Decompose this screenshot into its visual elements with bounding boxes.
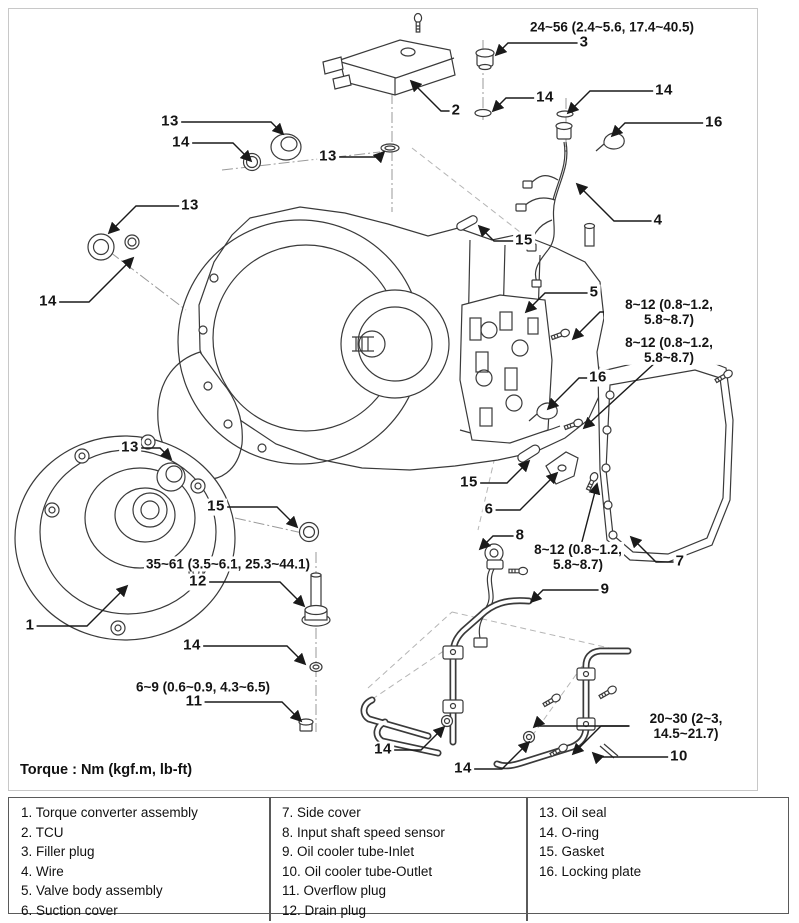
callout-label-12: 12: [187, 572, 209, 591]
legend-item: 5. Valve body assembly: [21, 883, 163, 899]
legend-item: 6. Suction cover: [21, 902, 118, 918]
callout-label-24-56-2-4-5-6-17-4-40-5-: 24~56 (2.4~5.6, 17.4~40.5): [527, 19, 697, 35]
drain-plug-drawing: [301, 572, 331, 627]
callout-label-14: 14: [534, 88, 556, 107]
legend-item: 11. Overflow plug: [282, 883, 387, 899]
legend-item: 10. Oil cooler tube-Outlet: [282, 863, 433, 879]
legend-item: 12. Drain plug: [282, 902, 367, 918]
filler-plug-drawing: [474, 48, 495, 118]
callout-label-9: 9: [598, 580, 612, 599]
callout-label-3: 3: [577, 33, 591, 52]
exploded-diagram-artwork: [14, 12, 735, 770]
oil-cooler-tubes-drawing: [360, 597, 632, 770]
callout-label-10: 10: [668, 747, 690, 766]
suction-cover-drawing: [517, 444, 600, 492]
callout-label-1: 1: [23, 616, 37, 635]
callout-label-14: 14: [372, 740, 394, 759]
oil-seal-topleft-drawing: [242, 133, 302, 172]
callout-label-8-12-0-8-1-2-5-8-8-7-: 8~12 (0.8~1.2, 5.8~8.7): [604, 334, 734, 366]
callout-label-7: 7: [673, 552, 687, 571]
callout-label-13: 13: [317, 147, 339, 166]
callout-label-15: 15: [205, 497, 227, 516]
callout-label-16: 16: [703, 113, 725, 132]
tcu-drawing: [322, 12, 456, 96]
callout-label-8-12-0-8-1-2-5-8-8-7-: 8~12 (0.8~1.2, 5.8~8.7): [604, 296, 734, 328]
legend-item: 16. Locking plate: [539, 863, 642, 879]
callout-label-13: 13: [179, 196, 201, 215]
callout-label-15: 15: [513, 231, 535, 250]
callout-label-14: 14: [181, 636, 203, 655]
legend-item: 1. Torque converter assembly: [21, 805, 198, 820]
callout-label-11: 11: [183, 692, 205, 711]
callout-label-6-9-0-6-0-9-4-3-6-5-: 6~9 (0.6~0.9, 4.3~6.5): [134, 679, 272, 695]
gasket-top-drawing: [456, 215, 478, 231]
gasket-mid-drawing: [298, 521, 320, 543]
callout-label-14: 14: [170, 133, 192, 152]
callout-label-14: 14: [452, 759, 474, 778]
legend-item: 3. Filler plug: [21, 844, 95, 860]
callout-label-6: 6: [482, 500, 496, 519]
callout-label-14: 14: [653, 81, 675, 100]
legend-table: 1. Torque converter assembly 2. TCU 3. Fil…: [8, 797, 789, 921]
legend-item: 8. Input shaft speed sensor: [282, 824, 445, 840]
legend-column-3: 13. Oil seal 14. O-ring 15. Gasket 16. Lock…: [526, 798, 788, 921]
callout-label-8: 8: [513, 526, 527, 545]
callout-label-15: 15: [458, 473, 480, 492]
legend-column-2: 7. Side cover 8. Input shaft speed sensor…: [269, 798, 526, 921]
diagram-frame: [8, 8, 758, 791]
washer-top-drawing: [380, 143, 400, 153]
callout-label-35-61-3-5-6-1-25-3-44-1-: 35~61 (3.5~6.1, 25.3~44.1): [143, 556, 313, 572]
locking-plate-top-drawing: [595, 132, 625, 152]
oil-seal-left-drawing: [87, 233, 140, 261]
callout-label-13: 13: [159, 112, 181, 131]
oil-seal-mid-drawing: [156, 462, 186, 492]
side-cover-drawing: [597, 357, 735, 563]
legend-item: 9. Oil cooler tube-Inlet: [282, 844, 415, 860]
legend-item: 4. Wire: [21, 863, 64, 879]
legend-item: 13. Oil seal: [539, 805, 607, 820]
callout-label-2: 2: [449, 101, 463, 120]
callout-label-20-30-2-3-14-5-21-7-: 20~30 (2~3, 14.5~21.7): [629, 710, 743, 742]
callout-label-5: 5: [587, 283, 601, 302]
valve-body-drawing: [459, 294, 585, 444]
legend-item: 2. TCU: [21, 824, 64, 840]
legend-item: 15. Gasket: [539, 844, 605, 860]
torque-units-note: Torque : Nm (kgf.m, lb-ft): [20, 762, 193, 778]
oring-mid-drawing: [309, 661, 323, 673]
torque-converter-drawing: [14, 434, 236, 641]
legend-item: 7. Side cover: [282, 805, 361, 820]
legend-column-1: 1. Torque converter assembly 2. TCU 3. Fil…: [9, 798, 269, 921]
callout-label-16: 16: [587, 368, 609, 387]
callout-label-13: 13: [119, 438, 141, 457]
legend-item: 14. O-ring: [539, 824, 600, 840]
callout-label-4: 4: [651, 211, 665, 230]
callout-label-14: 14: [37, 292, 59, 311]
callout-label-8-12-0-8-1-2-5-8-8-7-: 8~12 (0.8~1.2, 5.8~8.7): [532, 541, 624, 573]
speed-sensor-drawing: [473, 543, 529, 648]
